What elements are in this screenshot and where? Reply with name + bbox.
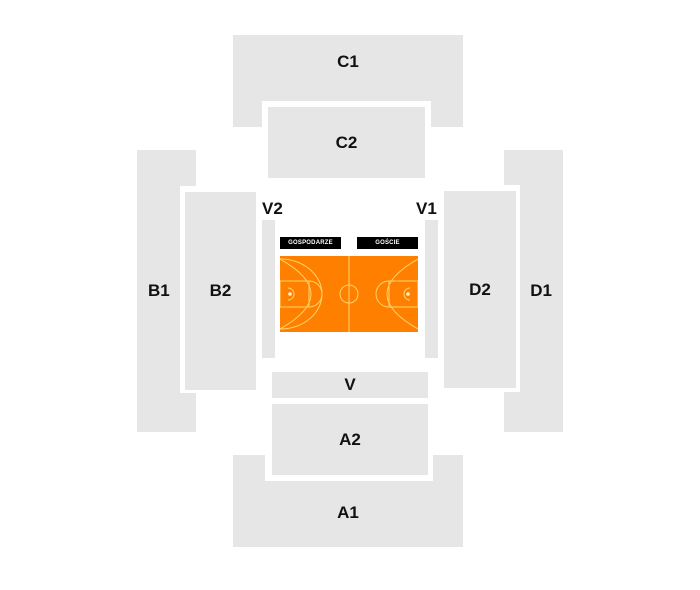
section-d2-label: D2 (469, 279, 491, 299)
section-a2[interactable]: A2 (272, 404, 428, 475)
section-a1-label: A1 (337, 503, 359, 522)
home-team-label: GOSPODARZE (280, 237, 341, 249)
section-d1-label: D1 (530, 281, 552, 300)
section-d2[interactable]: D2 (444, 191, 516, 388)
section-c2-label: C2 (335, 132, 358, 152)
section-c2[interactable]: C2 (268, 107, 425, 178)
basketball-court (280, 256, 418, 332)
section-v2-label: V2 (262, 199, 283, 218)
section-v-label: V (344, 375, 356, 394)
section-a2-label: A2 (339, 429, 361, 449)
section-c1-label: C1 (337, 52, 359, 71)
section-b2-label: B2 (209, 281, 232, 300)
section-b1-label: B1 (148, 281, 170, 300)
section-v2[interactable] (262, 220, 275, 358)
section-v1-label: V1 (416, 199, 437, 218)
section-v1[interactable] (425, 220, 438, 358)
section-v[interactable]: V (272, 372, 428, 398)
away-team-label: GOŚCIE (357, 237, 418, 249)
section-b2[interactable]: B2 (185, 192, 256, 390)
